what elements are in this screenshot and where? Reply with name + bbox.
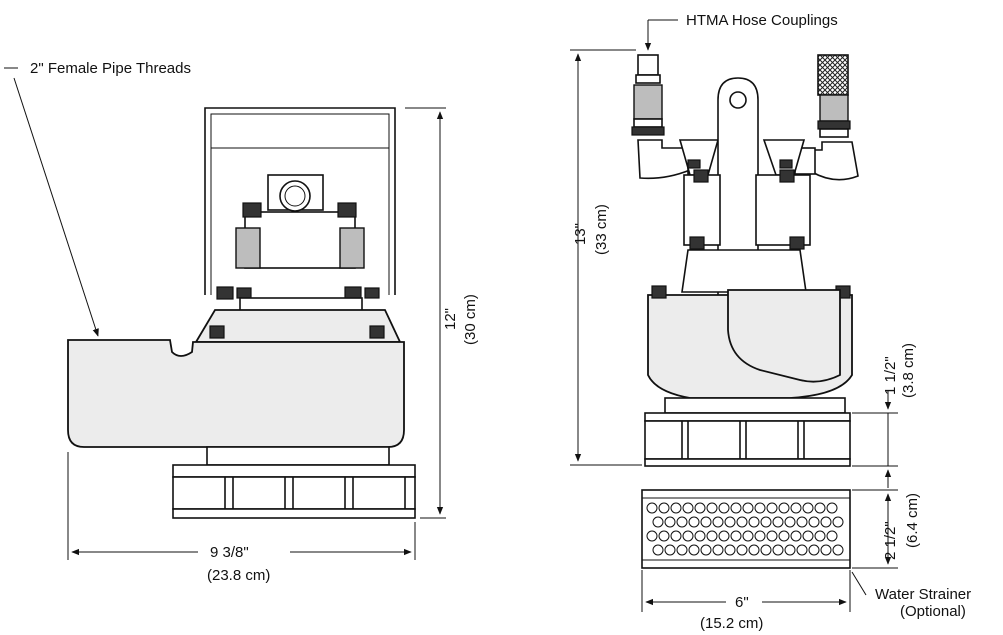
- strainer-hole: [658, 530, 670, 542]
- left-height-dimension: 12" (30 cm): [405, 107, 479, 519]
- strainer-hole: [808, 544, 820, 556]
- strainer-height-cm: (6.4 cm): [904, 493, 921, 548]
- strainer-hole: [754, 530, 766, 542]
- strainer-hole: [682, 530, 694, 542]
- strainer-hole: [700, 516, 712, 528]
- strainer-hole: [718, 530, 730, 542]
- strainer-hole: [748, 544, 760, 556]
- strainer-hole: [820, 544, 832, 556]
- right-height-cm: (33 cm): [593, 204, 610, 255]
- strainer-hole: [766, 502, 778, 514]
- water-strainer: [641, 489, 851, 569]
- strainer-hole: [694, 502, 706, 514]
- strainer-hole: [814, 530, 826, 542]
- strainer-hole: [694, 530, 706, 542]
- strainer-hole: [724, 544, 736, 556]
- strainer-hole: [670, 502, 682, 514]
- strainer-hole: [784, 516, 796, 528]
- strainer-hole: [652, 516, 664, 528]
- strainer-hole: [802, 502, 814, 514]
- strainer-hole: [832, 516, 844, 528]
- strainer-hole: [796, 544, 808, 556]
- right-width-in: 6": [735, 594, 749, 611]
- strainer-hole: [778, 530, 790, 542]
- strainer-hole: [700, 544, 712, 556]
- strainer-hole: [718, 502, 730, 514]
- pipe-threads-label: 2" Female Pipe Threads: [30, 60, 191, 77]
- strainer-hole: [664, 516, 676, 528]
- right-width-cm: (15.2 cm): [700, 615, 763, 632]
- strainer-holes: [646, 502, 844, 556]
- water-strainer-label: Water Strainer: [875, 586, 971, 603]
- strainer-hole: [772, 544, 784, 556]
- base-height-cm: (3.8 cm): [900, 343, 917, 398]
- strainer-hole: [754, 502, 766, 514]
- hose-couplings-callout: HTMA Hose Couplings: [644, 12, 838, 51]
- strainer-hole: [652, 544, 664, 556]
- strainer-hole: [706, 502, 718, 514]
- water-strainer-callout: Water Strainer (Optional): [851, 571, 971, 620]
- strainer-hole: [646, 530, 658, 542]
- pump-front-view: [631, 54, 859, 467]
- strainer-hole: [766, 530, 778, 542]
- strainer-height-in: 2 1/2": [882, 521, 899, 560]
- strainer-hole: [646, 502, 658, 514]
- base-height-in: 1 1/2": [882, 356, 899, 395]
- strainer-hole: [712, 516, 724, 528]
- strainer-hole: [664, 544, 676, 556]
- strainer-hole: [772, 516, 784, 528]
- strainer-hole: [676, 516, 688, 528]
- strainer-hole: [736, 516, 748, 528]
- strainer-hole: [682, 502, 694, 514]
- strainer-hole: [832, 544, 844, 556]
- strainer-hole: [706, 530, 718, 542]
- strainer-hole: [724, 516, 736, 528]
- water-strainer-optional: (Optional): [900, 603, 966, 620]
- strainer-hole: [808, 516, 820, 528]
- strainer-hole: [784, 544, 796, 556]
- strainer-hole: [778, 502, 790, 514]
- strainer-hole: [658, 502, 670, 514]
- strainer-hole: [736, 544, 748, 556]
- strainer-hole: [712, 544, 724, 556]
- right-width-dimension: 6" (15.2 cm): [641, 570, 851, 632]
- strainer-hole: [760, 544, 772, 556]
- strainer-hole: [676, 544, 688, 556]
- strainer-hole: [760, 516, 772, 528]
- base-height-dimension: 1 1/2" (3.8 cm): [852, 343, 917, 488]
- strainer-height-dimension: 2 1/2" (6.4 cm): [852, 489, 921, 569]
- strainer-hole: [826, 502, 838, 514]
- strainer-hole: [796, 516, 808, 528]
- strainer-hole: [688, 544, 700, 556]
- strainer-hole: [790, 530, 802, 542]
- strainer-hole: [730, 530, 742, 542]
- right-height-in: 13": [572, 223, 589, 245]
- strainer-hole: [688, 516, 700, 528]
- strainer-hole: [748, 516, 760, 528]
- left-height-in: 12": [442, 308, 459, 330]
- left-width-dimension: 9 3/8" (23.8 cm): [67, 452, 416, 584]
- pump-side-view: [67, 107, 416, 519]
- strainer-hole: [730, 502, 742, 514]
- left-width-in: 9 3/8": [210, 544, 249, 561]
- right-height-dimension: 13" (33 cm): [570, 49, 642, 466]
- strainer-hole: [670, 530, 682, 542]
- hose-couplings-label: HTMA Hose Couplings: [686, 12, 838, 29]
- left-width-cm: (23.8 cm): [207, 567, 270, 584]
- strainer-hole: [814, 502, 826, 514]
- strainer-hole: [802, 530, 814, 542]
- strainer-hole: [742, 502, 754, 514]
- pipe-threads-callout: 2" Female Pipe Threads: [4, 60, 191, 337]
- strainer-hole: [790, 502, 802, 514]
- strainer-hole: [742, 530, 754, 542]
- left-height-cm: (30 cm): [462, 294, 479, 345]
- strainer-hole: [826, 530, 838, 542]
- strainer-hole: [820, 516, 832, 528]
